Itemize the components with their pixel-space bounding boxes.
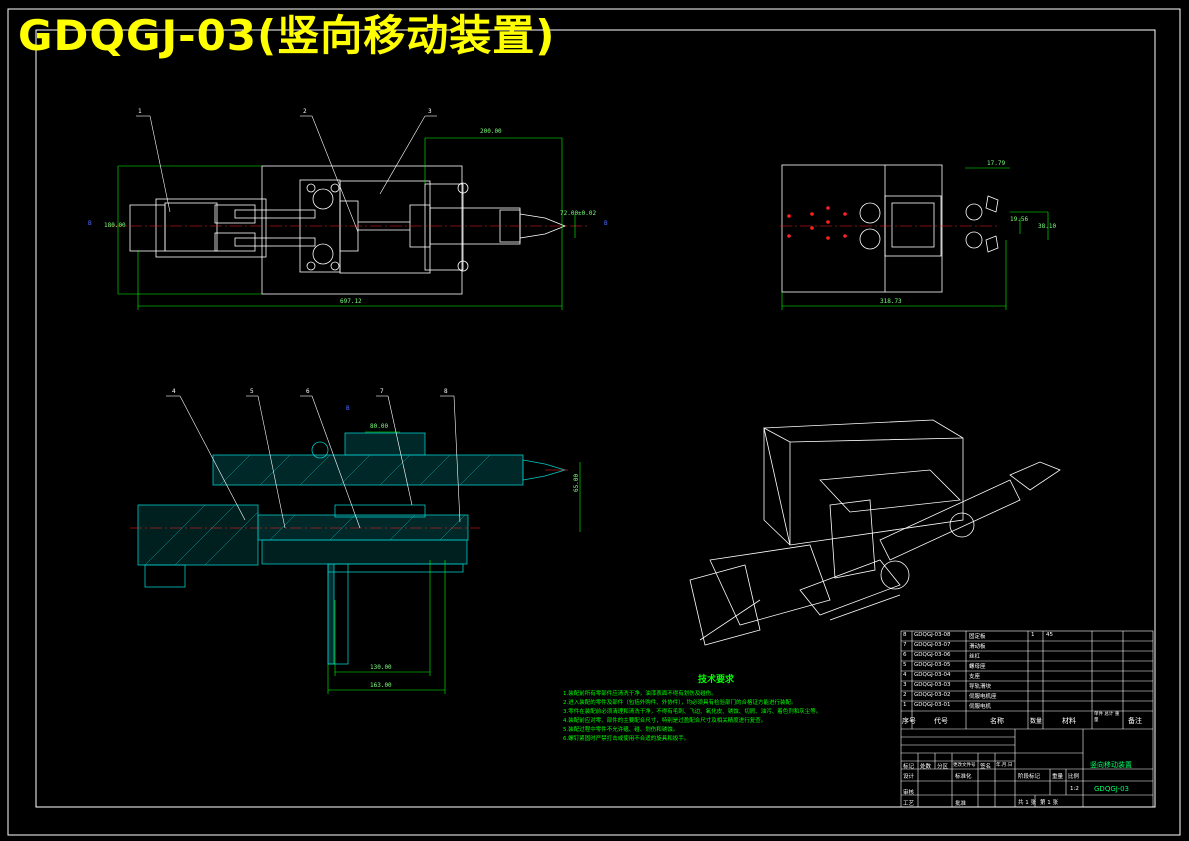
- parts-header-name: 名称: [990, 717, 1004, 725]
- tech-line-4: 4.装配前应对零、部件的主要配合尺寸，特别是过盈配合尺寸及相关精度进行复查。: [563, 718, 767, 724]
- dim-sec-inner: 130.00: [370, 664, 392, 671]
- dim-side-mid: 19.56: [1010, 216, 1029, 223]
- parts-row-no: 2: [903, 692, 907, 698]
- parts-row-name: 伺服电机: [969, 704, 992, 710]
- parts-row-name: 导轨滑块: [969, 684, 992, 690]
- tb-stage: 阶段标记: [1018, 774, 1041, 780]
- parts-header-code: 代号: [934, 717, 948, 725]
- tech-line-6: 6.螺钉紧固时严禁打击或使用不合适的旋具和扳手。: [563, 736, 690, 742]
- dim-top-height: 180.00: [104, 222, 126, 229]
- tb-label-count: 处数: [920, 764, 932, 770]
- parts-row-no: 1: [903, 702, 907, 708]
- section-marker-left: B: [88, 220, 92, 227]
- tb-standard: 标准化: [955, 774, 972, 780]
- parts-row-code: GDQGJ-03-04: [914, 672, 951, 678]
- dim-sec-top: 80.00: [370, 423, 389, 430]
- dim-top-tip: 72.00±0.02: [560, 210, 597, 217]
- inner-frame: [35, 29, 1156, 808]
- parts-row-qty: 1: [1031, 632, 1035, 638]
- balloon-2: 2: [303, 108, 307, 115]
- tech-requirements-heading: 技术要求: [698, 675, 735, 685]
- tech-line-1: 1.装配前所有零部件应清洗干净，油漆表面不得有划伤及碰伤。: [563, 691, 717, 697]
- parts-row-name: 丝杠: [969, 654, 981, 660]
- section-label: B: [346, 405, 350, 412]
- balloon-7: 7: [380, 388, 384, 395]
- parts-row-no: 6: [903, 652, 907, 658]
- tb-scale-value: 1:2: [1070, 786, 1079, 792]
- tb-sheet: 第 1 张: [1040, 800, 1058, 806]
- balloon-1: 1: [138, 108, 142, 115]
- parts-row-code: GDQGJ-03-02: [914, 692, 951, 698]
- section-leaders: [166, 395, 461, 529]
- tech-line-3: 3.零件在装配前必须清理和清洗干净，不得有毛刺、飞边、氧化皮、锈蚀、切屑、油污、…: [563, 709, 822, 715]
- tb-label-date: 年.月.日: [996, 763, 1013, 768]
- parts-row-code: GDQGJ-03-03: [914, 682, 951, 688]
- tech-line-5: 5.装配过程中零件不允许磕、碰、划伤和锈蚀。: [563, 727, 679, 733]
- section-hatching: [144, 454, 491, 566]
- balloon-4: 4: [172, 388, 176, 395]
- side-view: [781, 164, 999, 293]
- parts-row-name: 螺母座: [969, 664, 986, 670]
- parts-row-name: 伺服电机座: [969, 694, 997, 700]
- dim-top-width: 200.00: [480, 128, 502, 135]
- section-view: [137, 432, 567, 665]
- isometric-view: [689, 419, 1061, 646]
- parts-header-no: 序号: [902, 717, 916, 725]
- tb-design: 设计: [903, 774, 915, 780]
- tb-drawing-name: 竖向移动装置: [1090, 761, 1132, 769]
- tb-label-zone: 分区: [937, 764, 949, 770]
- parts-row-no: 3: [903, 682, 907, 688]
- title-block-grid: [900, 630, 1154, 808]
- tb-scale: 比例: [1068, 774, 1080, 780]
- balloon-8: 8: [444, 388, 448, 395]
- top-leaders: [136, 115, 437, 233]
- parts-row-name: 滑动板: [969, 644, 986, 650]
- tb-sheets: 共 1 张: [1018, 800, 1036, 806]
- parts-row-name: 固定板: [969, 634, 986, 640]
- parts-row-no: 5: [903, 662, 907, 668]
- tb-weight: 重量: [1052, 774, 1064, 780]
- dim-side-overall: 318.73: [880, 298, 902, 305]
- tb-approve: 批准: [955, 801, 967, 807]
- tb-process: 工艺: [903, 801, 915, 807]
- tech-line-2: 2.进入装配的零件及部件（包括外购件、外协件），均必须具有检验部门的合格证方能进…: [563, 700, 797, 706]
- balloon-5: 5: [250, 388, 254, 395]
- parts-row-material: 45: [1046, 632, 1053, 638]
- parts-row-code: GDQGJ-03-06: [914, 652, 951, 658]
- balloon-3: 3: [428, 108, 432, 115]
- parts-row-no: 8: [903, 632, 907, 638]
- parts-header-material: 材料: [1062, 717, 1076, 725]
- dim-side-top: 17.79: [987, 160, 1006, 167]
- outer-frame: [7, 8, 1181, 836]
- tb-review: 审核: [903, 790, 915, 796]
- parts-row-code: GDQGJ-03-05: [914, 662, 951, 668]
- tb-label-mark: 标记: [903, 764, 915, 770]
- parts-header-remark: 备注: [1128, 717, 1142, 725]
- parts-header-qty: 数量: [1030, 718, 1043, 725]
- parts-row-code: GDQGJ-03-07: [914, 642, 951, 648]
- top-view: [129, 165, 567, 295]
- parts-row-no: 4: [903, 672, 907, 678]
- tb-label-change: 更改文件号: [953, 763, 976, 768]
- section-marker-right: B: [604, 220, 608, 227]
- dim-top-overall: 697.12: [340, 298, 362, 305]
- dim-sec-bottom: 163.00: [370, 682, 392, 689]
- dim-side-right: 38.10: [1038, 223, 1057, 230]
- side-holes: [787, 206, 847, 240]
- section-dimensions: [327, 431, 581, 694]
- parts-row-no: 7: [903, 642, 907, 648]
- parts-row-code: GDQGJ-03-01: [914, 702, 951, 708]
- dim-sec-height: 65.00: [573, 473, 580, 492]
- tb-label-sign: 签名: [980, 764, 992, 770]
- parts-header-weight: 单件 总计 重量: [1094, 712, 1120, 723]
- parts-row-name: 支座: [969, 674, 981, 680]
- top-dimensions: [117, 137, 576, 310]
- drawing-title: GDQGJ-03(竖向移动装置): [18, 11, 556, 60]
- tb-drawing-code: GDQGJ-03: [1094, 785, 1129, 793]
- balloon-6: 6: [306, 388, 310, 395]
- parts-row-code: GDQGJ-03-08: [914, 632, 951, 638]
- side-dimensions: [781, 167, 1049, 310]
